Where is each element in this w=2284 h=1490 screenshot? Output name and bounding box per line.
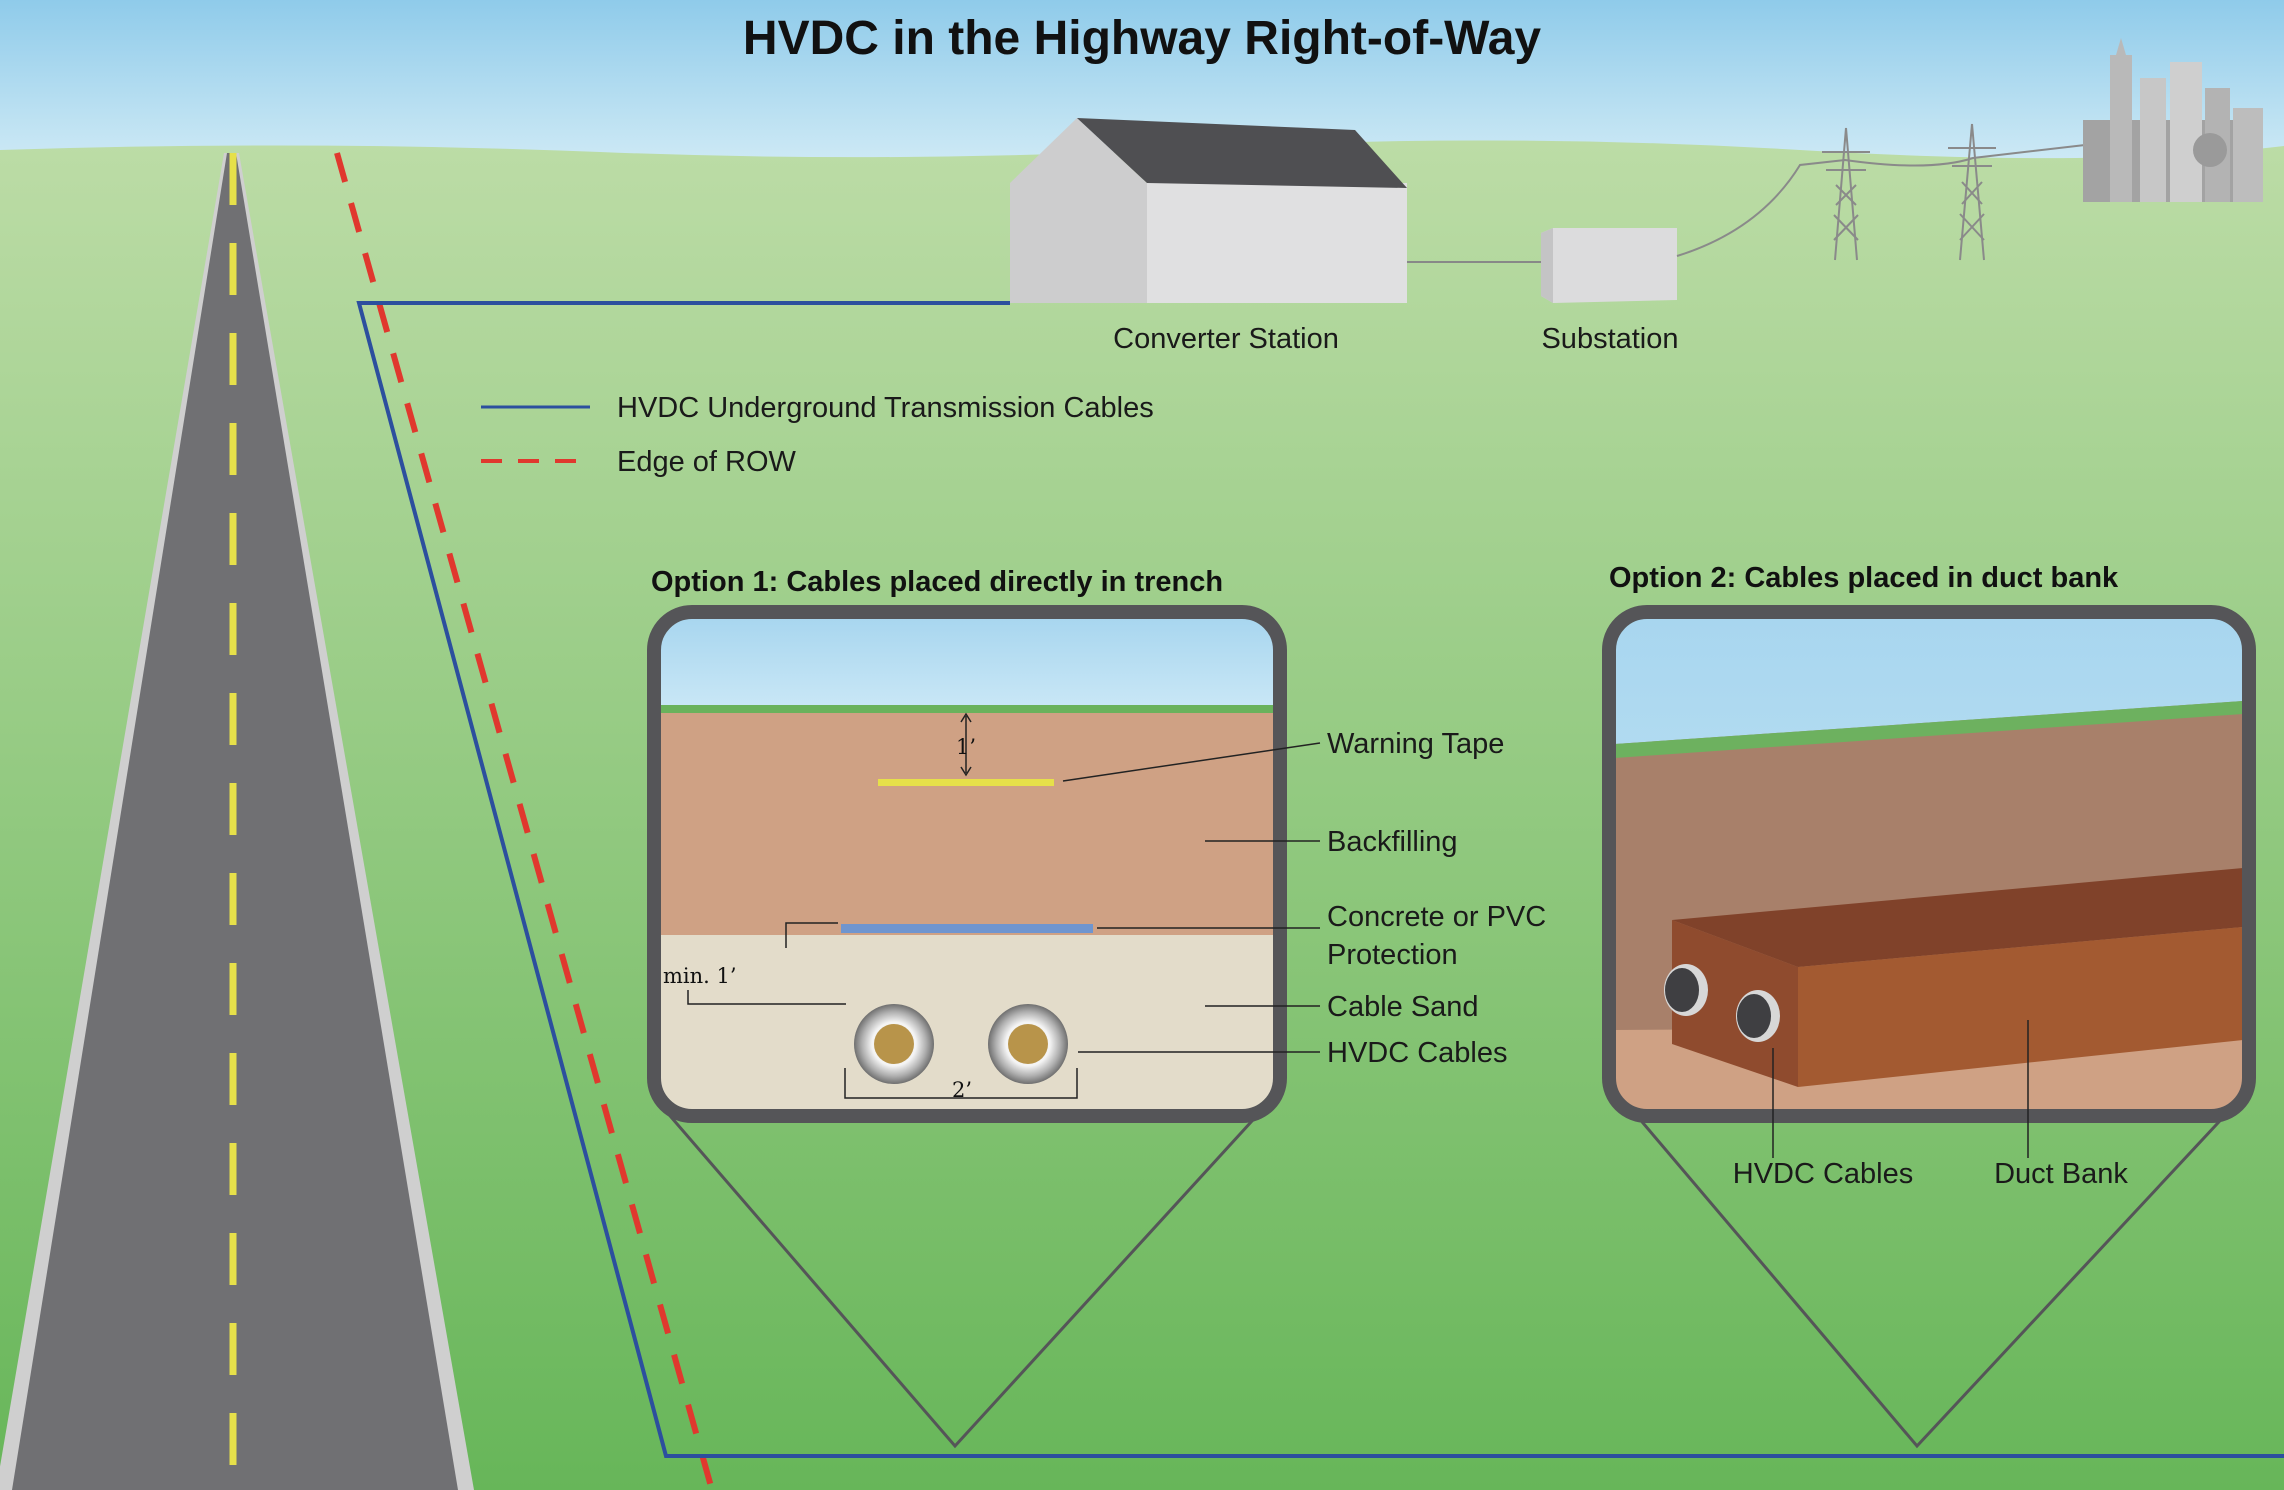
- overhead-line: [1676, 144, 2086, 257]
- duct-hvdc-cables-label: HVDC Cables: [1733, 1158, 1914, 1190]
- station-roof: [1077, 118, 1407, 188]
- legend-row-label: Edge of ROW: [617, 446, 797, 478]
- highway: [0, 153, 474, 1490]
- option2-frame: [1602, 605, 2256, 1123]
- option1-cable-sand: [660, 935, 1274, 1110]
- legend: HVDC Underground Transmission Cables Edg…: [481, 392, 1154, 478]
- overhead-transmission: [1676, 123, 2086, 261]
- converter-station-label: Converter Station: [1113, 323, 1339, 355]
- option2-title: Option 2: Cables placed in duct bank: [1609, 562, 2119, 594]
- option1-panel: Option 1: Cables placed directly in tren…: [647, 566, 1546, 1449]
- pylon-icon: [1822, 127, 1870, 261]
- option1-cable: [988, 1004, 1068, 1084]
- warning-tape-label: Warning Tape: [1327, 728, 1504, 760]
- duct-bank: [1672, 868, 2243, 1087]
- substation-side: [1541, 228, 1553, 303]
- city-skyline-icon: [2083, 38, 2263, 202]
- cable-spacing-dimension: 2’: [952, 1078, 972, 1102]
- duct-bank-label: Duct Bank: [1994, 1158, 2128, 1190]
- duct-cable-end: [1664, 964, 1708, 1016]
- station-wall: [1147, 183, 1407, 303]
- option2-callout-lines: [1630, 1108, 2232, 1449]
- duct-cable-end: [1736, 990, 1780, 1042]
- row-edge-line: [334, 152, 715, 1490]
- hvdc-cables-label: HVDC Cables: [1327, 1037, 1508, 1069]
- protection-label-line2: Protection: [1327, 939, 1458, 971]
- legend-cable-label: HVDC Underground Transmission Cables: [617, 392, 1154, 424]
- option1-cable: [854, 1004, 934, 1084]
- option1-frame: [647, 605, 1287, 1123]
- tape-depth-dimension: 1’: [956, 735, 976, 759]
- hvdc-cable-route: [356, 301, 2284, 1458]
- pylon-icon: [1948, 123, 1996, 261]
- option1-grass: [660, 705, 1274, 713]
- min-cover-dimension: min. 1’: [663, 964, 737, 988]
- substation-box: [1541, 228, 1677, 303]
- station-gable: [1010, 118, 1147, 303]
- option2-panel: Option 2: Cables placed in duct bank: [1602, 562, 2256, 1449]
- option1-warning-tape: [878, 779, 1054, 786]
- substation-label: Substation: [1541, 323, 1678, 355]
- option1-dimension-lines: [687, 712, 1078, 1099]
- diagram-title: HVDC in the Highway Right-of-Way: [743, 12, 1541, 65]
- option1-sky: [660, 618, 1274, 708]
- option2-leader-lines: [1772, 1020, 2029, 1158]
- option2-grass: [1615, 701, 2243, 758]
- option1-title: Option 1: Cables placed directly in tren…: [651, 566, 1223, 598]
- cable-sand-label: Cable Sand: [1327, 991, 1479, 1023]
- converter-station: [1010, 118, 1407, 303]
- option1-callout-lines: [663, 1108, 1264, 1449]
- substation: [1541, 228, 1677, 303]
- option1-backfill: [660, 713, 1274, 935]
- option1-protection: [841, 924, 1093, 933]
- backfilling-label: Backfilling: [1327, 826, 1458, 858]
- option1-leader-lines: [1062, 742, 1321, 1053]
- protection-label-line1: Concrete or PVC: [1327, 901, 1546, 933]
